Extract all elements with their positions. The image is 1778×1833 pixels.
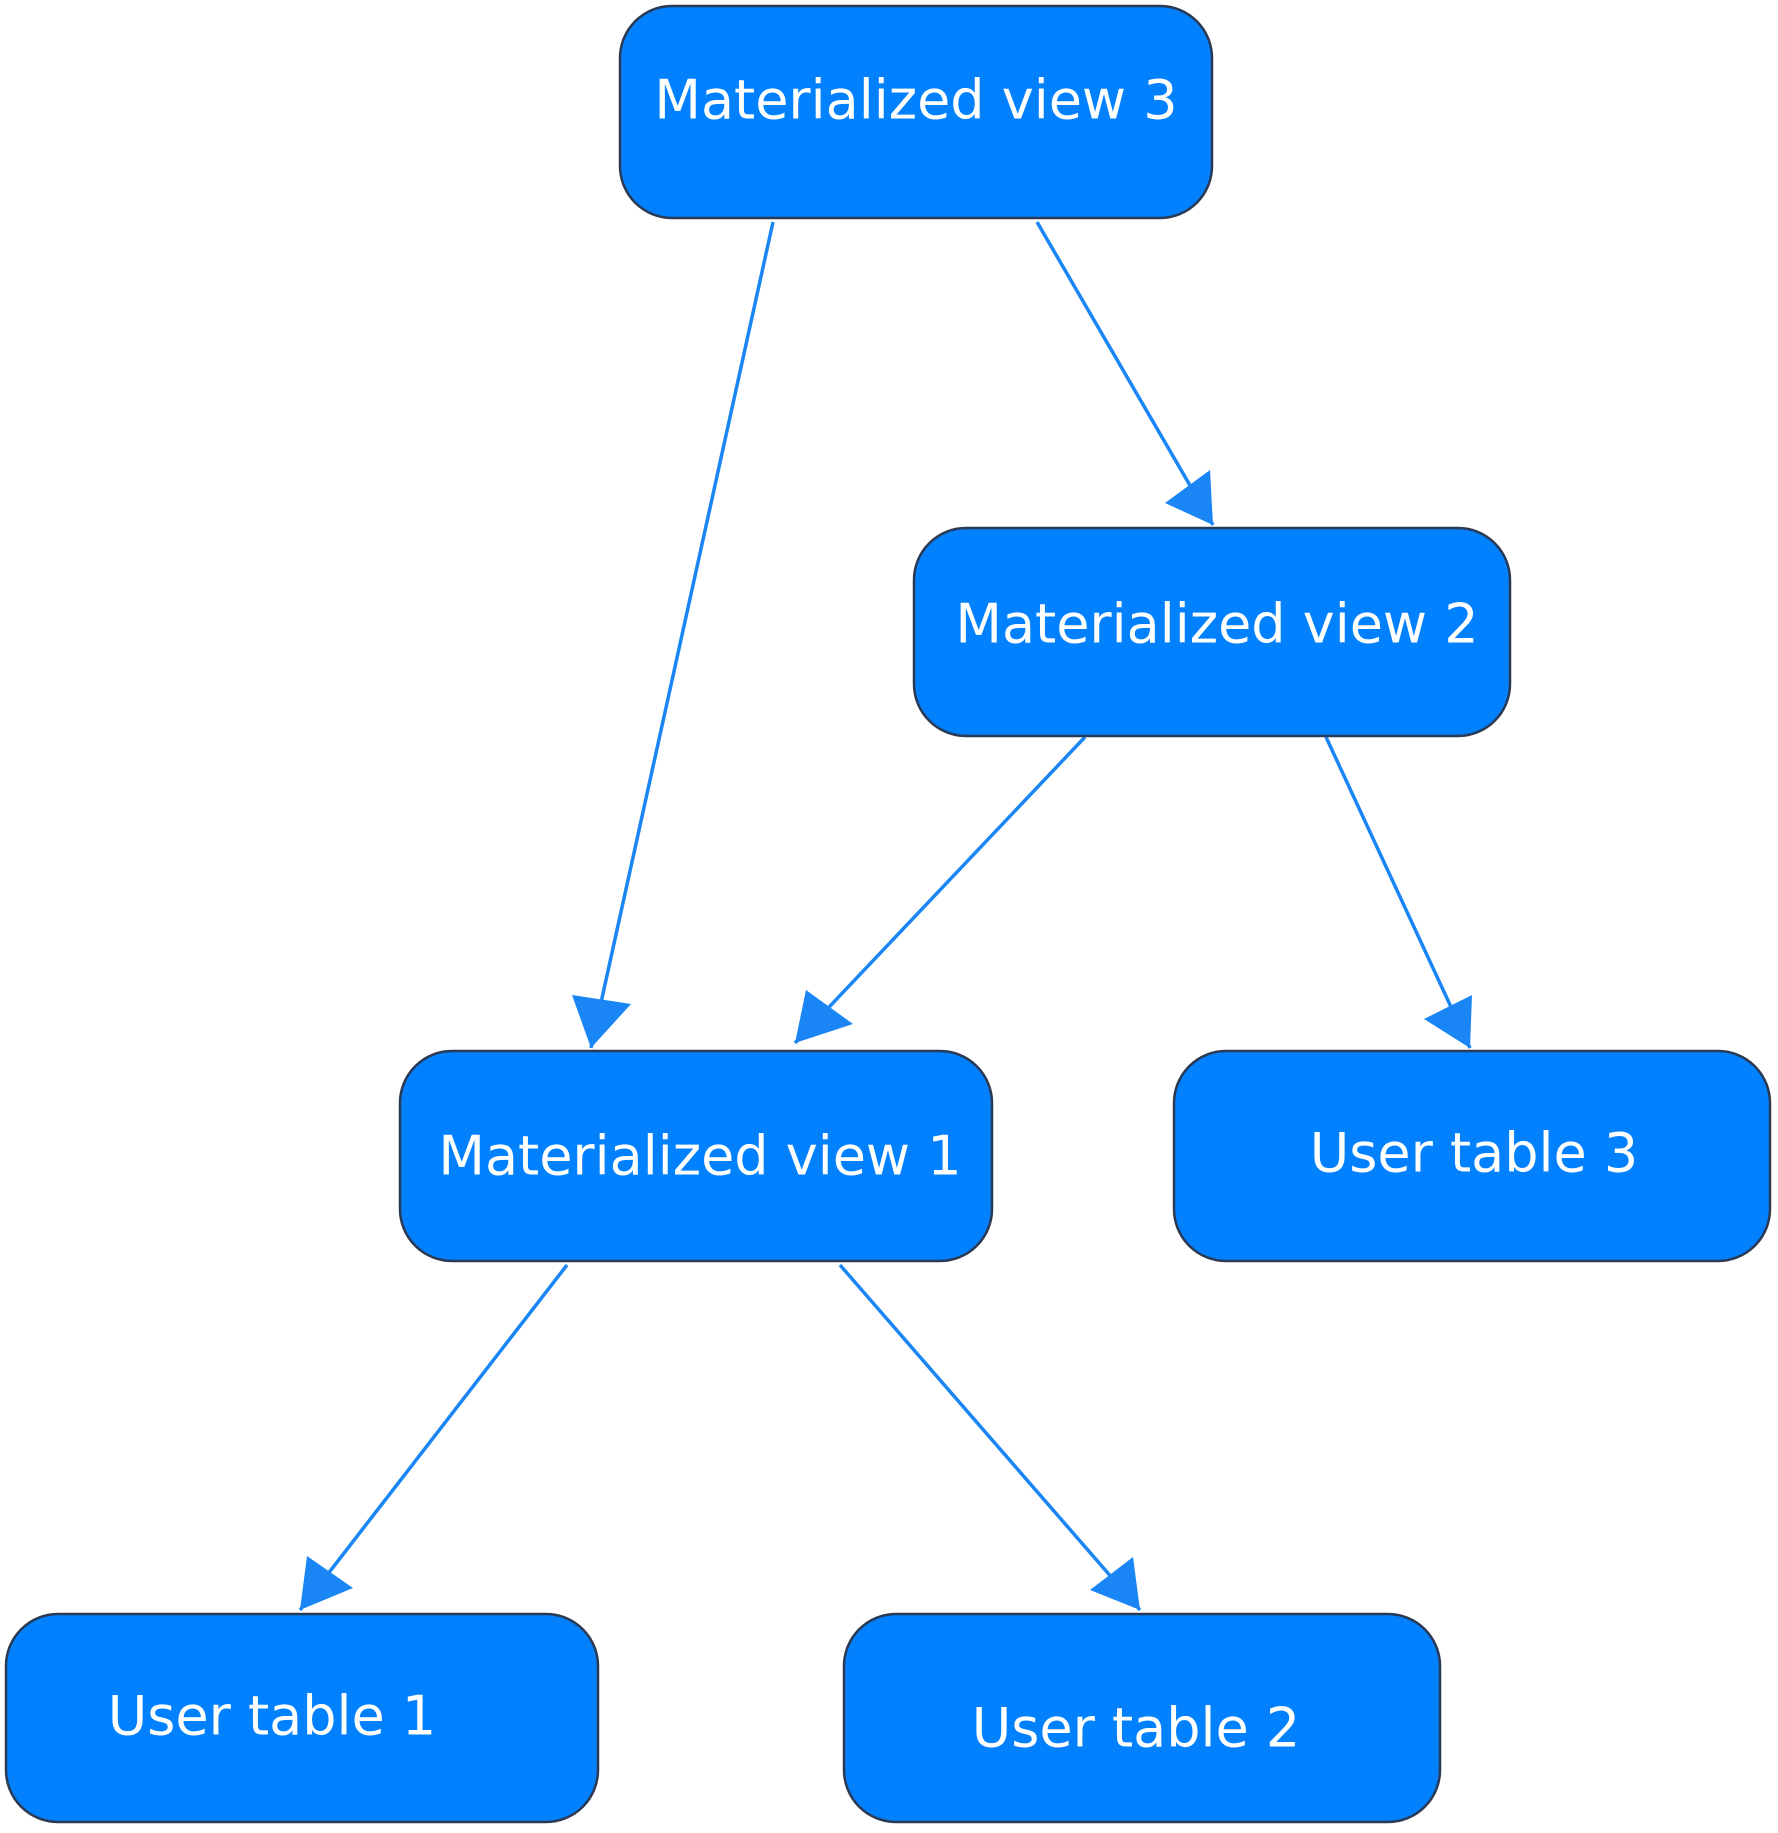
arrowhead-icon: [795, 990, 853, 1043]
node-label: Materialized view 3: [654, 69, 1177, 132]
arrowhead-icon: [300, 1556, 353, 1610]
edge-mv2-to-ut3: [1324, 736, 1472, 1049]
arrowhead-icon: [1165, 470, 1213, 525]
edge-mv2-to-mv1: [793, 735, 1087, 1045]
arrowhead-icon: [1090, 1557, 1140, 1610]
arrowhead-icon: [572, 995, 631, 1048]
node-label: Materialized view 2: [955, 593, 1478, 656]
node-materialized-view-1[interactable]: Materialized view 1: [398, 1049, 994, 1263]
edge-mv1-to-ut1: [298, 1263, 569, 1612]
node-materialized-view-3[interactable]: Materialized view 3: [618, 4, 1214, 220]
node-label: Materialized view 1: [438, 1125, 961, 1188]
node-label: User table 3: [1310, 1122, 1639, 1185]
node-user-table-3[interactable]: User table 3: [1172, 1049, 1772, 1263]
node-user-table-1[interactable]: User table 1: [4, 1612, 600, 1824]
edge-mv3-to-mv1: [572, 221, 775, 1049]
node-materialized-view-2[interactable]: Materialized view 2: [912, 526, 1512, 738]
arrowhead-icon: [1424, 995, 1472, 1048]
node-label: User table 1: [108, 1685, 437, 1748]
edge-mv1-to-ut2: [838, 1263, 1142, 1612]
node-label: User table 2: [972, 1697, 1301, 1760]
edge-mv3-to-mv2: [1035, 221, 1215, 526]
node-user-table-2[interactable]: User table 2: [842, 1612, 1442, 1824]
